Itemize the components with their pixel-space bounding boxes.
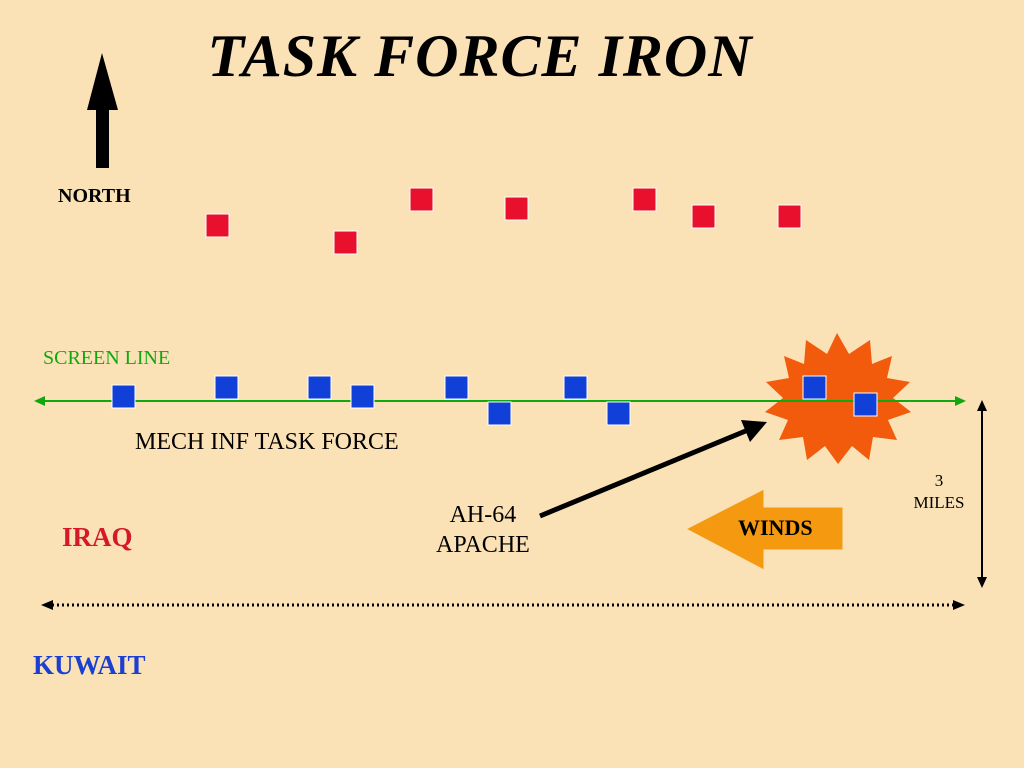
friendly-unit bbox=[307, 375, 332, 400]
friendly-unit bbox=[606, 401, 631, 426]
enemy-unit bbox=[691, 204, 716, 229]
friendly-unit bbox=[563, 375, 588, 400]
north-arrow-icon bbox=[87, 53, 118, 168]
screen-line bbox=[34, 396, 966, 406]
mech-inf-label: MECH INF TASK FORCE bbox=[135, 429, 399, 455]
apache-label: AH-64 APACHE bbox=[436, 500, 530, 560]
enemy-units bbox=[205, 187, 802, 255]
friendly-unit bbox=[350, 384, 375, 409]
enemy-unit bbox=[409, 187, 434, 212]
border-line bbox=[41, 600, 965, 610]
apache-label-line: AH-64 bbox=[449, 502, 517, 528]
distance-unit: MILES bbox=[913, 493, 965, 512]
enemy-unit bbox=[777, 204, 802, 229]
winds-label: WINDS bbox=[738, 515, 813, 540]
apache-attack-arrow bbox=[539, 420, 767, 519]
distance-arrow bbox=[977, 400, 987, 588]
enemy-unit bbox=[333, 230, 358, 255]
friendly-units bbox=[111, 375, 878, 426]
friendly-unit bbox=[487, 401, 512, 426]
friendly-unit bbox=[853, 392, 878, 417]
kuwait-label: KUWAIT bbox=[33, 650, 146, 680]
explosion-icon bbox=[765, 333, 911, 464]
screen-line-label: SCREEN LINE bbox=[43, 347, 171, 369]
north-label: NORTH bbox=[58, 185, 131, 207]
distance-label: 3 MILES bbox=[905, 470, 973, 514]
friendly-unit bbox=[214, 375, 239, 400]
page-title: TASK FORCE IRON bbox=[207, 23, 753, 89]
friendly-unit bbox=[802, 375, 827, 400]
enemy-unit bbox=[632, 187, 657, 212]
enemy-unit bbox=[504, 196, 529, 221]
apache-label-line: APACHE bbox=[436, 532, 530, 558]
enemy-unit bbox=[205, 213, 230, 238]
friendly-unit bbox=[444, 375, 469, 400]
friendly-unit bbox=[111, 384, 136, 409]
iraq-label: IRAQ bbox=[62, 522, 133, 552]
winds-arrow-icon bbox=[684, 488, 844, 571]
distance-value: 3 bbox=[934, 471, 944, 490]
